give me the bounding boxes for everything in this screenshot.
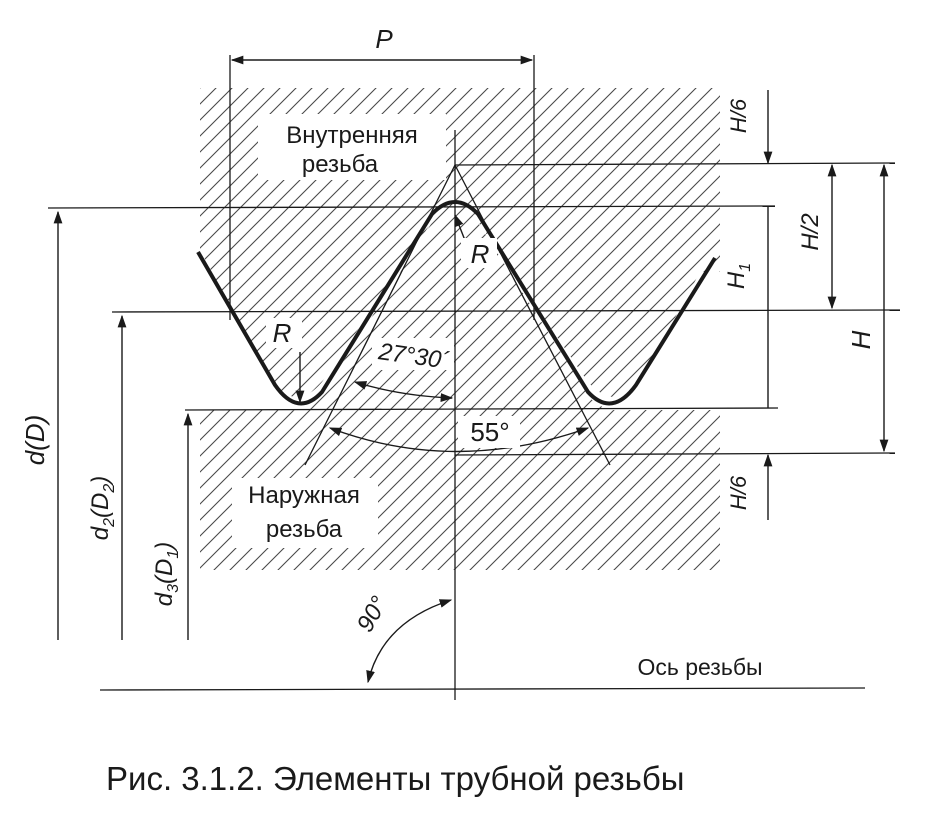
full-angle-box [458, 416, 520, 448]
d3-sub2: 1 [165, 550, 182, 559]
figure-caption: Рис. 3.1.2. Элементы трубной резьбы [106, 760, 684, 797]
external-thread-material [200, 199, 720, 570]
h-half-label: H/2 [797, 213, 824, 250]
label-bg-internal [258, 114, 446, 180]
h1-main: H [723, 271, 750, 289]
d3-sub: 3 [165, 584, 182, 593]
h1-label: H1 [723, 263, 754, 289]
d3-b: (D [151, 559, 178, 584]
h6-top-label: H/6 [726, 98, 751, 133]
d2-sub: 2 [101, 518, 118, 528]
pitch-label: P [375, 24, 393, 54]
h6-bottom-label: H/6 [726, 475, 751, 510]
half-angle-box [372, 338, 454, 370]
h-full-label: H [846, 330, 876, 349]
external-thread-label-2: резьба [266, 516, 343, 543]
d2-sub2: 2 [101, 484, 118, 494]
d2-b: (D [87, 493, 114, 518]
external-thread-label-1: Наружная [248, 482, 360, 509]
radius-left-box [266, 318, 302, 348]
radius-top-label: R [471, 239, 490, 269]
d2-label: d2(D2) [87, 476, 118, 541]
axis-label: Ось резьбы [637, 654, 762, 680]
d3-c: ) [151, 542, 178, 553]
svg-text:d3(D1): d3(D1) [151, 542, 182, 607]
label-bg-external [232, 478, 378, 548]
right-angle-label: 90° [352, 591, 394, 636]
d2-a: d [87, 526, 114, 540]
d3-label: d3(D1) [151, 542, 182, 607]
diameter-dimensions [53, 210, 193, 640]
full-angle-label: 55° [470, 417, 509, 447]
internal-thread-label-1: Внутренняя [286, 122, 417, 149]
svg-text:H1: H1 [723, 263, 754, 289]
svg-text:d2(D2): d2(D2) [87, 476, 118, 541]
d-label: d(D) [20, 415, 50, 466]
internal-thread-label-2: резьба [302, 151, 379, 178]
radius-top-box [461, 238, 497, 268]
d2-c: ) [87, 476, 114, 487]
h1-sub: 1 [737, 263, 754, 272]
radius-left-label: R [273, 318, 292, 348]
height-dimensions [763, 90, 889, 520]
d3-a: d [151, 592, 178, 606]
angle-arcs [328, 381, 590, 684]
